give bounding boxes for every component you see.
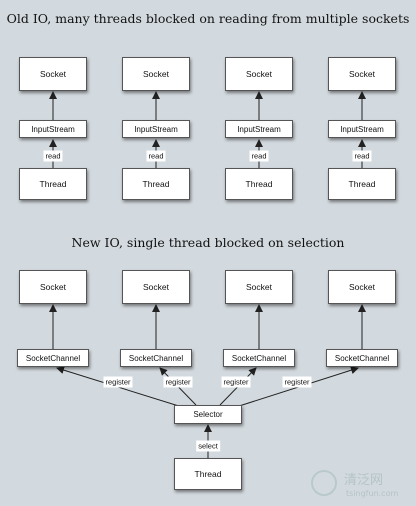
inputstream-box: InputStream: [19, 120, 87, 138]
watermark-logo: 清泛网 tsingfun.com: [310, 466, 410, 500]
old-io-title: Old IO, many threads blocked on reading …: [6, 11, 410, 26]
select-label: select: [196, 440, 220, 452]
old-thread-box: Thread: [225, 168, 293, 200]
register-arrow-4: [235, 366, 359, 408]
old-thread-box: Thread: [122, 168, 190, 200]
new-socket-box: Socket: [122, 270, 190, 304]
inputstream-box: InputStream: [122, 120, 190, 138]
socketchannel-box: SocketChannel: [120, 349, 192, 367]
register-label: register: [221, 376, 251, 388]
register-arrow-1: [56, 366, 183, 408]
inputstream-box: InputStream: [328, 120, 396, 138]
read-label: read: [43, 150, 63, 162]
register-label: register: [103, 376, 133, 388]
socketchannel-box: SocketChannel: [223, 349, 295, 367]
read-label: read: [146, 150, 166, 162]
new-socket-box: Socket: [328, 270, 396, 304]
watermark-icon: 清泛网 tsingfun.com: [311, 470, 398, 498]
svg-text:tsingfun.com: tsingfun.com: [346, 489, 398, 498]
inputstream-box: InputStream: [225, 120, 293, 138]
register-label: register: [282, 376, 312, 388]
socketchannel-box: SocketChannel: [326, 349, 398, 367]
new-socket-box: Socket: [19, 270, 87, 304]
old-socket-box: Socket: [225, 57, 293, 91]
old-thread-box: Thread: [328, 168, 396, 200]
new-thread-box: Thread: [174, 458, 242, 490]
old-socket-box: Socket: [122, 57, 190, 91]
svg-text:清泛网: 清泛网: [344, 473, 383, 488]
selector-box: Selector: [174, 405, 242, 424]
old-socket-box: Socket: [19, 57, 87, 91]
socketchannel-box: SocketChannel: [17, 349, 89, 367]
read-label: read: [352, 150, 372, 162]
read-label: read: [249, 150, 269, 162]
register-label: register: [163, 376, 193, 388]
old-socket-box: Socket: [328, 57, 396, 91]
old-thread-box: Thread: [19, 168, 87, 200]
new-io-title: New IO, single thread blocked on selecti…: [71, 235, 345, 250]
new-socket-box: Socket: [225, 270, 293, 304]
